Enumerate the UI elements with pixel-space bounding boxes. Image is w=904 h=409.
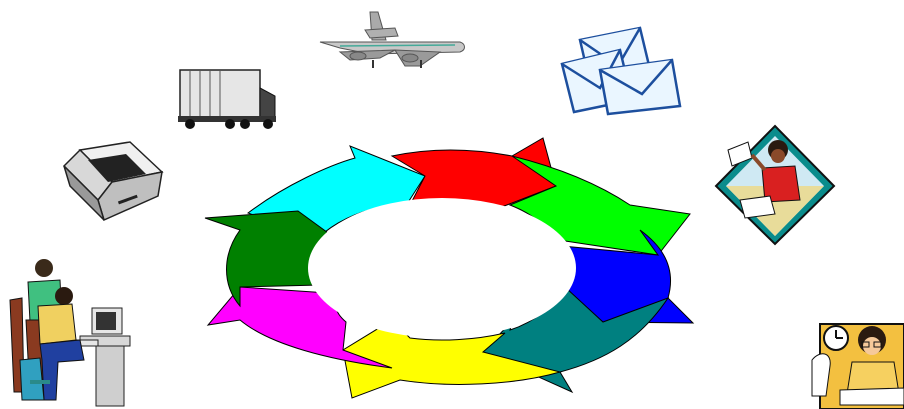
computer-users-icon	[10, 259, 130, 406]
airplane-icon	[320, 12, 465, 68]
envelopes-icon	[562, 28, 680, 114]
truck-icon	[178, 70, 276, 129]
accountant-icon	[812, 324, 904, 409]
scanner-icon	[64, 142, 162, 220]
office-worker-icon	[716, 126, 834, 244]
